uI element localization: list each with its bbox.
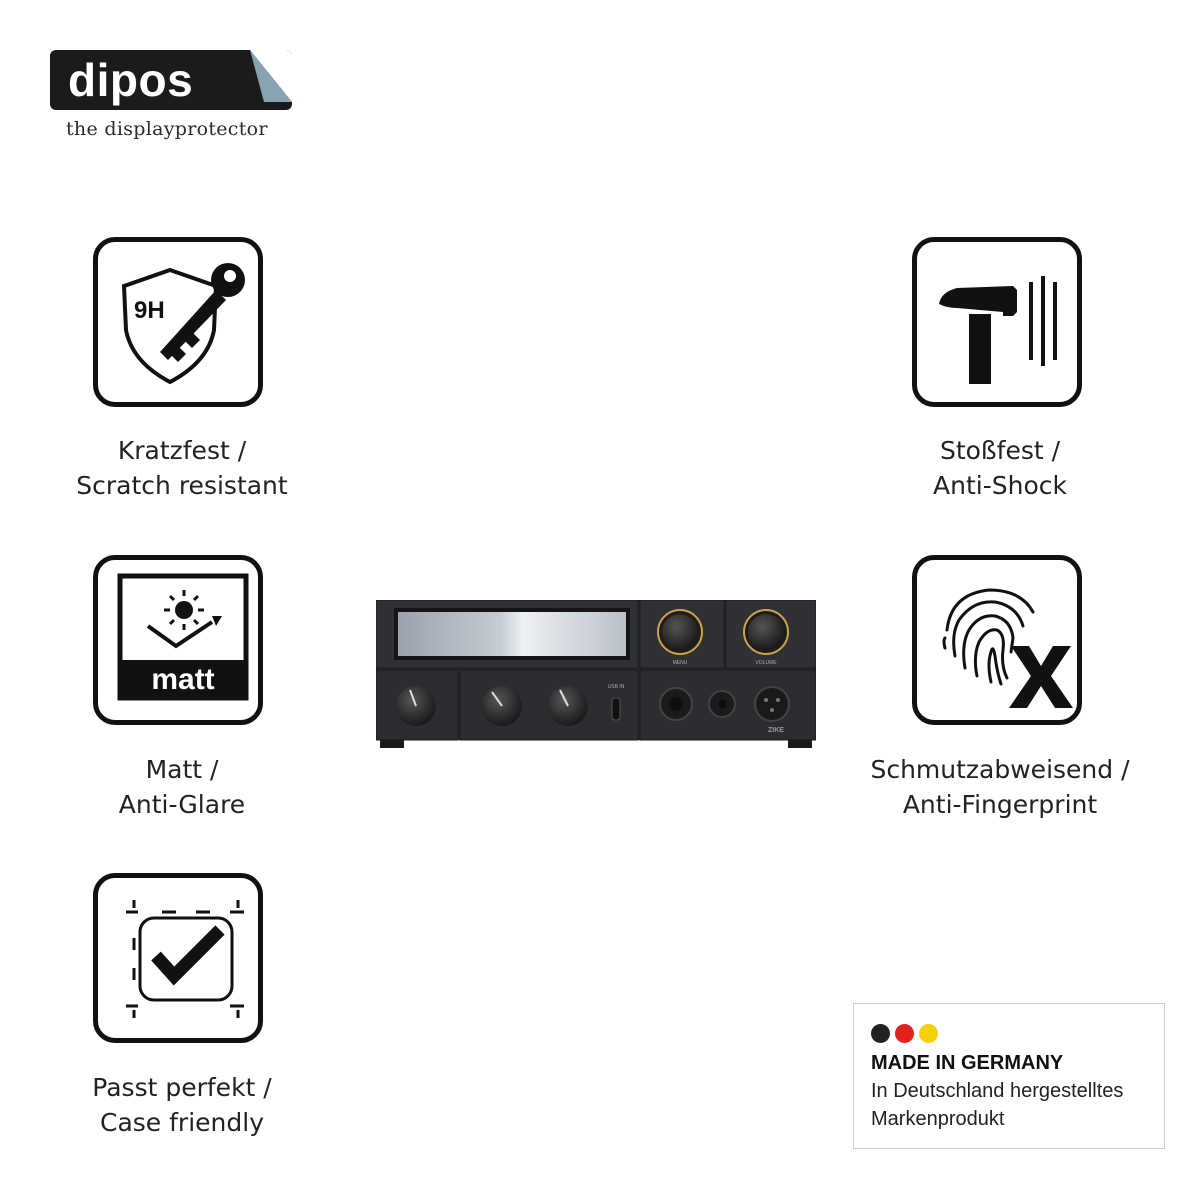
scratch-caption-en: Scratch resistant xyxy=(76,471,288,500)
usb-port-label: USB IN xyxy=(608,684,625,690)
fingerprint-caption-de: Schmutzabweisend / xyxy=(870,755,1130,784)
fingerprint-caption-en: Anti-Fingerprint xyxy=(902,790,1098,819)
matt-caption: Matt / Anti-Glare xyxy=(12,752,352,822)
scratch-caption: Kratzfest / Scratch resistant xyxy=(12,433,352,503)
made-in-germany-title: MADE IN GERMANY xyxy=(871,1052,1064,1074)
shield-key-icon: 9H xyxy=(121,263,245,385)
flag-dot-red xyxy=(895,1024,914,1043)
shock-caption: Stoßfest / Anti-Shock xyxy=(830,433,1170,503)
fit-caption-en: Case friendly xyxy=(100,1108,264,1137)
hammer-icon xyxy=(939,276,1057,384)
shock-caption-en: Anti-Shock xyxy=(933,471,1067,500)
logo-tagline: the displayprotector xyxy=(66,118,268,140)
fingerprint-caption: Schmutzabweisend / Anti-Fingerprint xyxy=(830,752,1170,822)
fingerprint-x-icon xyxy=(942,588,1073,708)
checkmark-frame-icon xyxy=(126,900,244,1018)
flag-dot-black xyxy=(871,1024,890,1043)
anti-fingerprint-tile xyxy=(912,555,1082,725)
scratch-caption-de: Kratzfest / xyxy=(117,436,247,465)
made-in-germany-badge: MADE IN GERMANY In Deutschland hergestel… xyxy=(853,1003,1165,1149)
logo-wordmark: dipos xyxy=(68,54,194,106)
device-brand-label: ZIKE xyxy=(768,727,784,734)
scratch-resistant-tile: 9H xyxy=(93,237,263,407)
logo-corner-icon xyxy=(250,50,292,102)
matt-badge-text: matt xyxy=(151,663,214,696)
anti-shock-tile xyxy=(912,237,1082,407)
anti-glare-tile: matt xyxy=(93,555,263,725)
flag-dot-gold xyxy=(919,1024,938,1043)
volume-knob-label: VOLUME xyxy=(755,660,777,666)
logo-box xyxy=(50,50,292,110)
fit-caption-de: Passt perfekt / xyxy=(92,1073,272,1102)
made-in-germany-line2: Markenprodukt xyxy=(871,1108,1005,1130)
matt-sun-icon: matt xyxy=(117,573,249,701)
case-friendly-tile xyxy=(93,873,263,1043)
amplifier-device-image: MENU VOLUME USB IN ZIKE xyxy=(375,599,817,748)
fit-caption: Passt perfekt / Case friendly xyxy=(12,1070,352,1140)
shock-caption-de: Stoßfest / xyxy=(939,436,1061,465)
matt-caption-de: Matt / xyxy=(145,755,219,784)
amplifier-illustration: MENU VOLUME USB IN ZIKE xyxy=(375,599,817,748)
menu-knob-label: MENU xyxy=(673,660,688,666)
made-in-germany-line1: In Deutschland hergestelltes xyxy=(871,1080,1124,1102)
shield-badge-text: 9H xyxy=(134,297,165,324)
matt-caption-en: Anti-Glare xyxy=(118,790,246,819)
